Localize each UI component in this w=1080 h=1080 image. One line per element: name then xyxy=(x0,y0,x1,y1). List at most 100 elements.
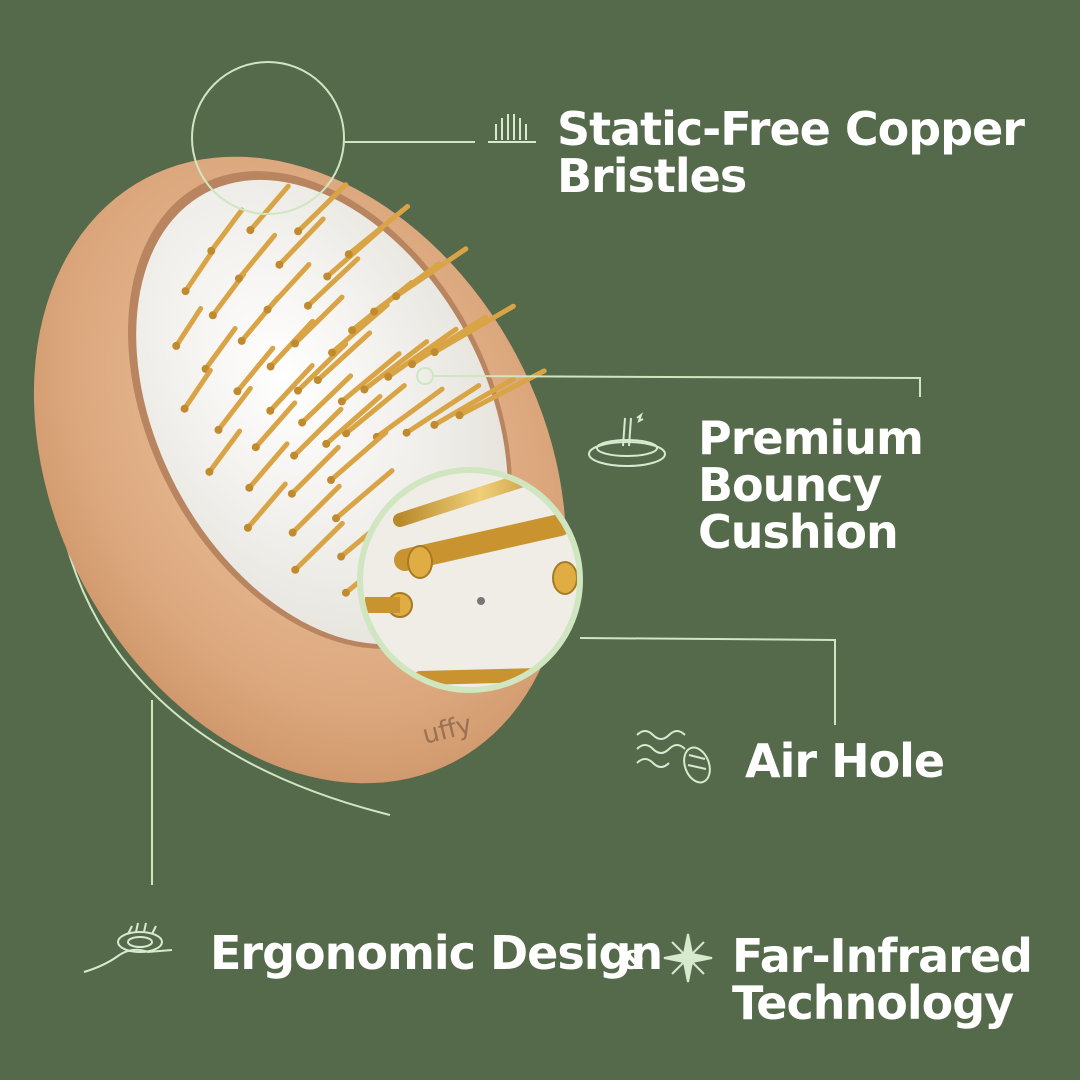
bristle-pin xyxy=(265,262,312,313)
bristle-base xyxy=(322,439,331,448)
bristle-base xyxy=(288,528,297,537)
bristle-pin xyxy=(173,305,204,349)
copper-bristles xyxy=(172,182,547,597)
cushion-leader-line xyxy=(432,375,921,397)
bristle-pin xyxy=(431,376,516,428)
bristle-pin xyxy=(289,444,341,497)
bristle-pin xyxy=(290,483,342,536)
bristle-pin xyxy=(206,428,243,475)
bristle-base xyxy=(332,514,341,523)
bristle-base xyxy=(181,287,190,296)
bristle-base xyxy=(341,588,350,597)
bristle-pin xyxy=(247,183,291,233)
bristle-pin xyxy=(305,256,361,309)
bristle-pin xyxy=(292,294,345,347)
feature-cushion-label: Premium Bouncy Cushion xyxy=(698,411,924,559)
bristle-pin xyxy=(328,429,389,483)
bristle-base xyxy=(313,376,322,385)
bristle-pin xyxy=(208,207,245,254)
air-hole-zoom xyxy=(357,467,583,693)
bristle-pin xyxy=(276,216,326,268)
bristle-base xyxy=(360,385,369,394)
bristle-pin xyxy=(203,325,238,372)
bristle-pin xyxy=(253,400,298,450)
cushion-icon xyxy=(588,412,666,467)
bristle-base xyxy=(287,489,296,498)
bristle-base xyxy=(214,425,223,434)
bristle-callout-circle xyxy=(191,61,345,215)
bristle-base xyxy=(303,301,312,310)
bristle-pin xyxy=(183,250,215,294)
feature-air-hole-label: Air Hole xyxy=(745,734,945,788)
bristle-base xyxy=(208,311,217,320)
bristle-pin xyxy=(292,520,345,573)
bristle-base xyxy=(290,451,299,460)
bristle-base xyxy=(207,246,216,255)
bristle-pin xyxy=(216,385,253,433)
bristle-base xyxy=(266,362,275,371)
bristle-base xyxy=(243,523,252,532)
bristle-pin xyxy=(267,363,315,414)
bristle-base xyxy=(293,386,302,395)
bristle-base xyxy=(245,483,254,492)
bristle-pin xyxy=(456,368,547,418)
air-hole-icon xyxy=(636,730,711,784)
bristle-pin xyxy=(393,246,469,299)
bristle-base xyxy=(291,339,300,348)
bristle-pin xyxy=(236,232,278,281)
bristle-pin xyxy=(404,383,482,436)
bristle-pin xyxy=(291,406,344,459)
bristle-base xyxy=(337,552,346,561)
bristle-pin xyxy=(234,345,276,394)
bristle-base xyxy=(205,467,214,476)
bristle-base xyxy=(294,227,303,236)
ampersand-connector: & xyxy=(622,946,645,976)
bristle-base xyxy=(402,428,411,437)
bristle-pin xyxy=(361,339,430,392)
bristle-pin xyxy=(246,441,290,491)
bristle-pin xyxy=(339,351,402,404)
bristle-pin xyxy=(299,373,354,426)
bristle-pin xyxy=(245,481,288,531)
bristle-base xyxy=(408,360,417,369)
sparkle-icon xyxy=(663,933,713,983)
hand-brush-icon xyxy=(83,922,173,973)
bristle-pin xyxy=(329,302,390,356)
bristles-icon xyxy=(488,114,536,143)
bristle-pin xyxy=(385,326,459,380)
feature-far-infrared-label: Far-Infrared Technology xyxy=(732,929,1033,1030)
bristle-pin xyxy=(295,341,349,394)
bristle-base xyxy=(180,404,189,413)
bristle-base xyxy=(266,406,275,415)
bristle-pin xyxy=(432,303,516,355)
bristle-pin xyxy=(323,393,383,447)
bristle-base xyxy=(291,565,300,574)
bristle-base xyxy=(344,250,353,259)
bristle-base xyxy=(323,272,332,281)
bristle-base xyxy=(263,305,272,314)
bristle-base xyxy=(337,397,346,406)
bristle-base xyxy=(251,443,260,452)
bristle-base xyxy=(234,274,243,283)
bristle-pin xyxy=(374,386,445,440)
bristle-base xyxy=(172,341,181,350)
bristle-pin xyxy=(343,383,407,436)
bristle-base xyxy=(455,411,464,420)
bristle-pin xyxy=(315,330,373,383)
bristle-base xyxy=(384,372,393,381)
bristle-base xyxy=(392,292,401,301)
air-hole-leader-line xyxy=(579,637,836,725)
bristle-base xyxy=(430,348,439,357)
bristle-base xyxy=(370,307,379,316)
bristle-base xyxy=(233,387,242,396)
bristle-base xyxy=(246,226,255,235)
bristle-base xyxy=(328,348,337,357)
bristle-pin xyxy=(346,203,411,257)
bristle-base xyxy=(275,260,284,269)
bristle-pin xyxy=(182,367,213,412)
bristle-base xyxy=(298,418,307,427)
bristle-pin xyxy=(409,314,489,367)
bristle-pin xyxy=(333,468,395,521)
